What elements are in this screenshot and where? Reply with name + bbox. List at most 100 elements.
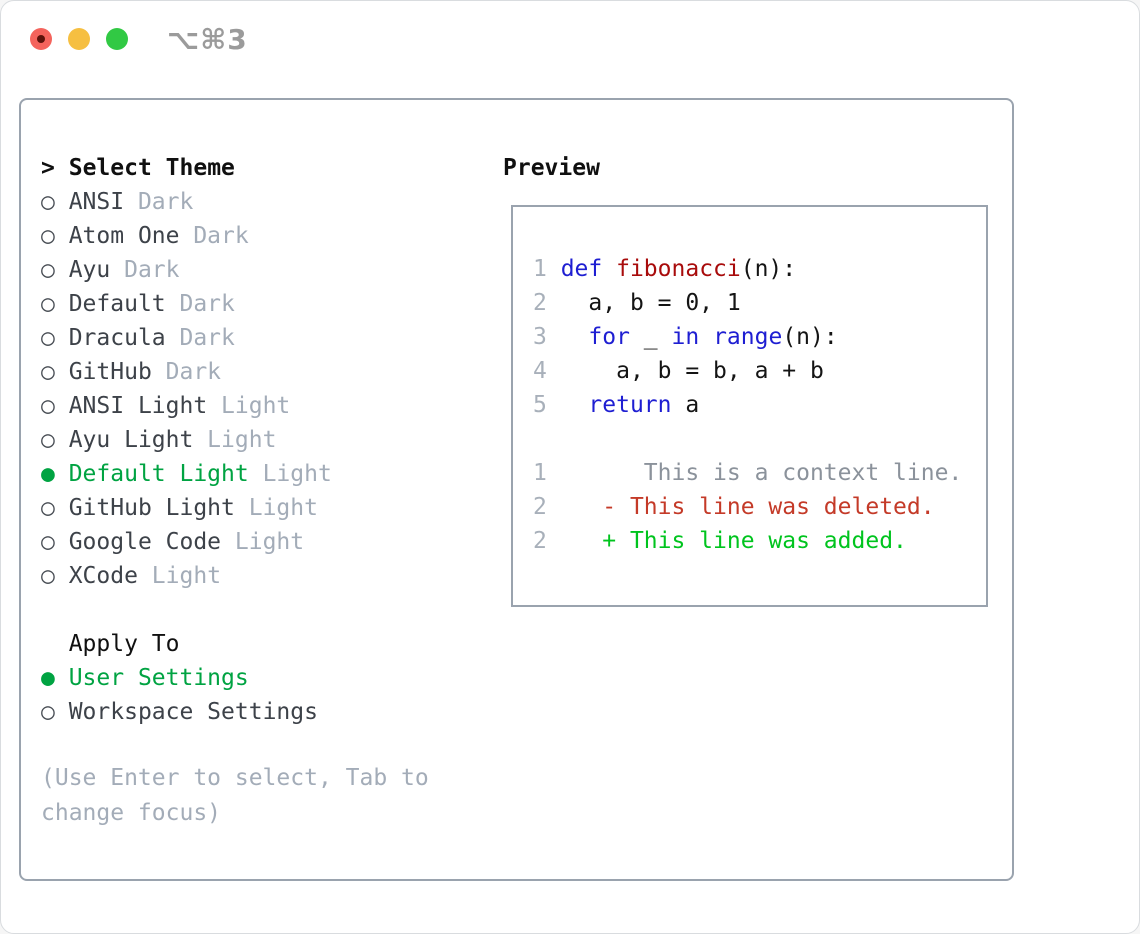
code-token: - This line was deleted. <box>560 494 935 520</box>
theme-item-default-dark[interactable]: ○ Default Dark <box>41 287 332 321</box>
line-number: 3 <box>533 324 561 350</box>
radio-selected-icon: ● <box>41 461 69 487</box>
apply-to-header: Apply To <box>68 631 180 657</box>
theme-list-header-row: > Select Theme <box>41 151 332 185</box>
apply-option-user-settings[interactable]: ● User Settings <box>41 661 318 695</box>
titlebar: ⌥⌘3 <box>1 1 1139 71</box>
radio-icon: ○ <box>41 563 69 589</box>
radio-selected-icon: ● <box>41 665 69 691</box>
theme-name: GitHub <box>68 359 152 385</box>
line-number <box>533 426 561 452</box>
theme-name: Default Light <box>68 461 249 487</box>
theme-item-default-light-light[interactable]: ● Default Light Light <box>41 457 332 491</box>
code-line-8: 2 - This line was deleted. <box>533 490 962 524</box>
code-line-7: 1 This is a context line. <box>533 456 962 490</box>
theme-name: ANSI <box>68 189 125 215</box>
theme-variant: Dark <box>165 291 235 317</box>
radio-icon: ○ <box>41 189 69 215</box>
theme-list-header: Select Theme <box>68 155 235 181</box>
preview-header: Preview <box>503 155 600 181</box>
code-token: range <box>713 324 783 350</box>
code-token: for <box>588 324 630 350</box>
theme-item-ayu-dark[interactable]: ○ Ayu Dark <box>41 253 332 287</box>
code-line-5: 5 return a <box>533 388 962 422</box>
line-number: 5 <box>533 392 561 418</box>
theme-variant: Dark <box>124 189 194 215</box>
code-token: (n): <box>782 324 838 350</box>
theme-variant: Dark <box>110 257 180 283</box>
theme-picker-panel: > Select Theme ○ ANSI Dark○ Atom One Dar… <box>19 98 1014 881</box>
radio-icon: ○ <box>41 325 69 351</box>
theme-item-ansi-dark[interactable]: ○ ANSI Dark <box>41 185 332 219</box>
zoom-button[interactable] <box>106 28 128 50</box>
minimize-button[interactable] <box>68 28 90 50</box>
theme-variant: Dark <box>165 325 235 351</box>
radio-icon: ○ <box>41 699 69 725</box>
code-token: return <box>588 392 672 418</box>
code-token: a, b = 0, 1 <box>560 290 741 316</box>
line-number: 2 <box>533 528 561 554</box>
theme-variant: Light <box>221 529 305 555</box>
apply-to-header-row: Apply To <box>41 627 318 661</box>
theme-variant: Light <box>207 393 291 419</box>
code-line-2: 2 a, b = 0, 1 <box>533 286 962 320</box>
apply-option-workspace-settings[interactable]: ○ Workspace Settings <box>41 695 318 729</box>
theme-name: Ayu Light <box>68 427 194 453</box>
code-token: (n): <box>740 256 797 282</box>
code-token <box>561 392 589 418</box>
code-token <box>561 324 589 350</box>
code-token: in <box>671 324 700 350</box>
theme-name: ANSI Light <box>68 393 208 419</box>
apply-option-label: User Settings <box>68 665 249 691</box>
radio-icon: ○ <box>41 291 69 317</box>
theme-item-ayu-light-light[interactable]: ○ Ayu Light Light <box>41 423 332 457</box>
theme-name: XCode <box>68 563 138 589</box>
radio-icon: ○ <box>41 529 69 555</box>
code-token: This is a context line. <box>560 460 963 486</box>
code-token: def <box>560 256 603 282</box>
theme-item-ansi-light-light[interactable]: ○ ANSI Light Light <box>41 389 332 423</box>
theme-name: GitHub Light <box>68 495 235 521</box>
radio-icon: ○ <box>41 359 69 385</box>
code-token: + This line was added. <box>560 528 907 554</box>
theme-item-xcode-light[interactable]: ○ XCode Light <box>41 559 332 593</box>
close-button[interactable] <box>30 28 52 50</box>
theme-variant: Dark <box>151 359 222 385</box>
code-line-3: 3 for _ in range(n): <box>533 320 962 354</box>
theme-item-github-light-light[interactable]: ○ GitHub Light Light <box>41 491 332 525</box>
theme-name: Atom One <box>68 223 180 249</box>
theme-item-github-dark[interactable]: ○ GitHub Dark <box>41 355 332 389</box>
theme-name: Google Code <box>68 529 222 555</box>
code-token <box>699 324 713 350</box>
theme-name: Default <box>68 291 166 317</box>
pointer-icon: > <box>41 155 55 181</box>
window-title: ⌥⌘3 <box>167 23 248 56</box>
code-line-1: 1 def fibonacci(n): <box>533 252 962 286</box>
theme-variant: Dark <box>179 223 249 249</box>
theme-item-google-code-light[interactable]: ○ Google Code Light <box>41 525 332 559</box>
theme-item-atom-one-dark[interactable]: ○ Atom One Dark <box>41 219 332 253</box>
code-line-9: 2 + This line was added. <box>533 524 962 558</box>
line-number: 1 <box>533 460 561 486</box>
theme-variant: Light <box>248 461 332 487</box>
theme-list: > Select Theme ○ ANSI Dark○ Atom One Dar… <box>41 151 332 593</box>
line-number: 2 <box>533 290 561 316</box>
apply-option-label: Workspace Settings <box>68 699 318 725</box>
code-line-6 <box>533 422 962 456</box>
radio-icon: ○ <box>41 495 69 521</box>
theme-variant: Light <box>193 427 277 453</box>
radio-icon: ○ <box>41 393 69 419</box>
keyboard-hint: (Use Enter to select, Tab to change focu… <box>41 765 429 826</box>
theme-name: Dracula <box>68 325 166 351</box>
line-number: 4 <box>533 358 561 384</box>
code-line-4: 4 a, b = b, a + b <box>533 354 962 388</box>
theme-variant: Light <box>137 563 222 589</box>
radio-icon: ○ <box>41 223 69 249</box>
code-token <box>602 256 616 282</box>
theme-item-dracula-dark[interactable]: ○ Dracula Dark <box>41 321 332 355</box>
theme-name: Ayu <box>68 257 111 283</box>
radio-icon: ○ <box>41 257 69 283</box>
